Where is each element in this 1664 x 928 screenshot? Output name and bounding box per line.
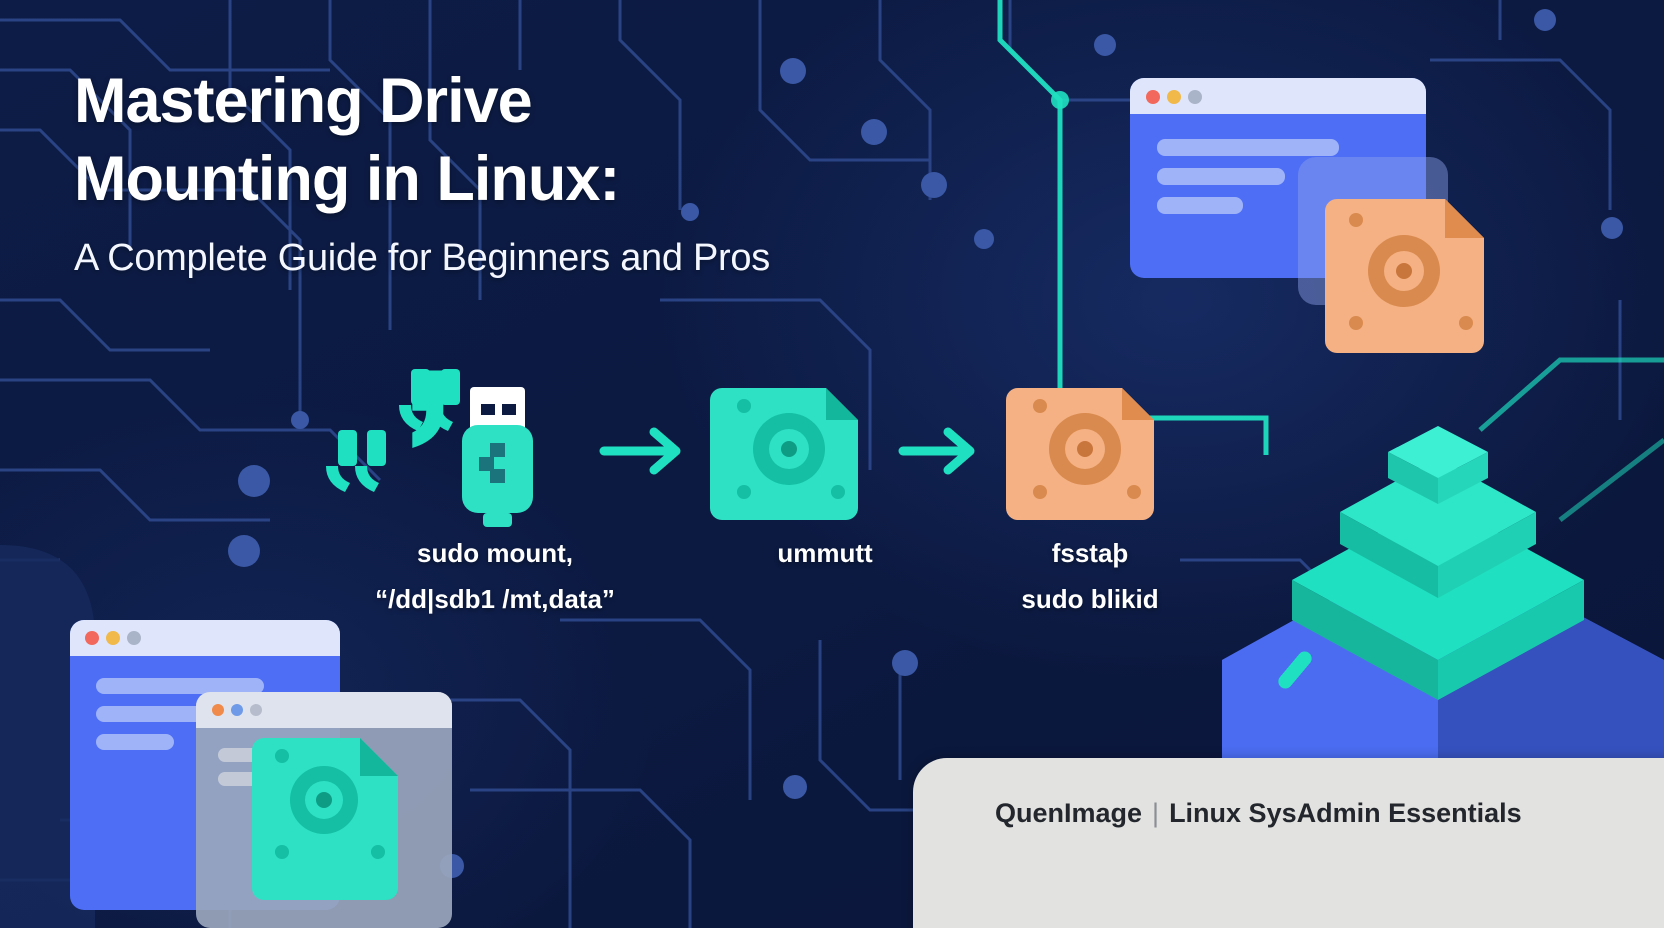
title-line-1: Mastering Drive xyxy=(74,66,533,136)
disk-file-teal-icon xyxy=(710,388,858,520)
quote-open-icon xyxy=(399,369,460,448)
page-subtitle: A Complete Guide for Beginners and Pros xyxy=(74,237,770,279)
flow-captions: sudo mount, “/dd|sdb1 /mt,data” ummutt f… xyxy=(330,360,1230,660)
arrow-right-icon xyxy=(599,427,681,475)
flow-step-1-caption-line-2: “/dd|sdb1 /mt,data” xyxy=(375,584,615,614)
arrow-right-icon xyxy=(898,427,975,475)
flow-step-1-caption-line-1: sudo mount, xyxy=(417,538,573,568)
footer-tagline: Linux SysAdmin Essentials xyxy=(1169,798,1522,828)
flow-step-3-caption-line-1: fsstaþ xyxy=(1051,538,1129,568)
title-line-2: Mounting in Linux: xyxy=(74,144,620,214)
footer-text: QuenImage | Linux SysAdmin Essentials xyxy=(995,798,1522,829)
flow-step-3-caption-line-2: sudo blikid xyxy=(1021,584,1159,614)
footer-branding-tab: QuenImage | Linux SysAdmin Essentials xyxy=(913,758,1664,928)
disk-file-peach-icon xyxy=(1006,388,1154,520)
flow-step-2-caption-line-1: ummutt xyxy=(777,538,873,568)
footer-separator: | xyxy=(1152,798,1160,828)
quote-close-icon xyxy=(326,430,386,492)
disk-file-teal-icon xyxy=(252,738,398,900)
footer-brand: QuenImage xyxy=(995,798,1143,828)
page-title: Mastering Drive Mounting in Linux: A Com… xyxy=(74,62,770,286)
usb-drive-icon xyxy=(462,387,533,527)
